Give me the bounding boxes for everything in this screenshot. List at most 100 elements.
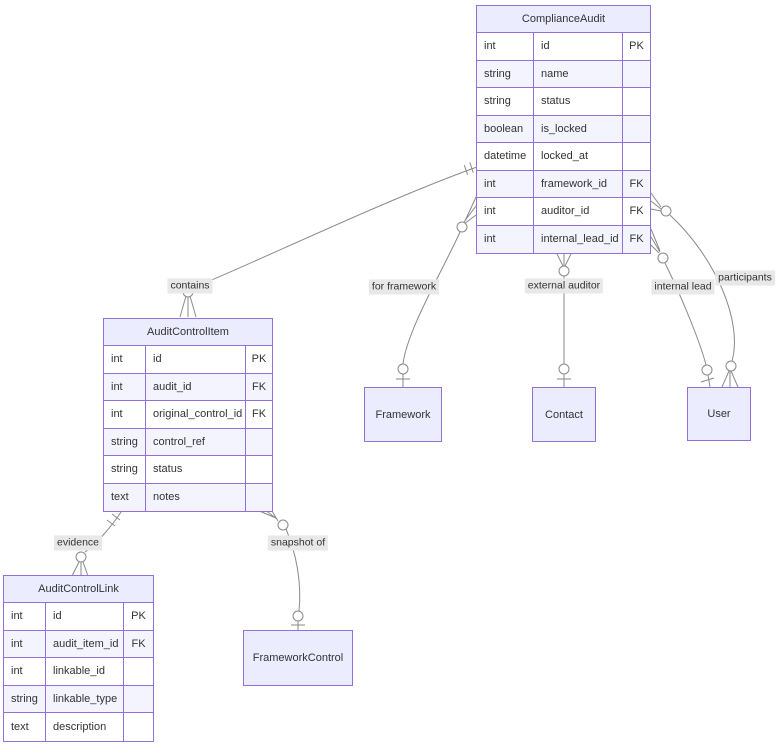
cell-type: text [4,713,46,741]
cell-type: int [477,198,534,225]
cell-key: FK [251,380,267,393]
cell-name: linkable_type [46,685,124,712]
cell-name: control_ref [146,428,246,455]
cell-name: id [534,33,623,60]
cell-type: string [104,428,146,455]
edge-for-framework [396,196,477,387]
entity-title: User [707,408,731,420]
cell-key: PK [131,610,146,623]
cell-key: FK [629,177,644,190]
edge-external-auditor [555,251,573,387]
cell-key: FK [251,408,267,421]
entity-audit-control-item: AuditControlItem int id PK int audit_id … [103,318,273,512]
cell-type: string [477,88,534,115]
attribute-rows: int id PK int audit_item_id FK int linka… [4,603,153,741]
relationship-label-participants: participants [715,270,775,286]
entity-title: Framework [375,408,431,421]
entity-title: ComplianceAudit [477,6,650,33]
cell-name: status [534,88,623,115]
entity-title: AuditControlLink [4,576,153,603]
cell-name: locked_at [534,143,623,170]
entity-title: FrameworkControl [252,652,344,664]
attribute-rows: int id PK int audit_id FK int original_c… [104,346,272,511]
cell-name: internal_lead_id [534,225,623,253]
cell-type: int [477,33,534,60]
entity-title: Contact [545,408,583,421]
cell-type: boolean [477,115,534,142]
cell-type: int [104,401,146,428]
entity-title: AuditControlItem [104,319,272,346]
cell-name: framework_id [534,170,623,197]
table-row: text description [4,713,153,741]
table-row: string control_ref [104,428,272,456]
table-row: int audit_id FK [104,373,272,401]
table-row: int id PK [477,33,650,61]
table-row: string name [477,60,650,88]
attribute-rows: int id PK string name string status bool… [477,33,650,253]
entity-framework-control: FrameworkControl [243,630,353,686]
cell-key [623,61,650,88]
table-row: string linkable_type [4,685,153,713]
cell-type: datetime [477,143,534,170]
relationship-label-internal-lead: internal lead [651,279,715,295]
cell-key [124,686,153,713]
cell-name: status [146,456,246,483]
cell-type: int [477,170,534,197]
cell-type: text [104,483,146,511]
cell-name: id [146,346,246,373]
cell-name: linkable_id [46,658,124,685]
cell-key [246,429,272,456]
edge-snapshot-of [256,509,305,630]
cell-type: int [477,225,534,253]
table-row: int id PK [4,603,153,631]
cell-type: int [104,346,146,373]
entity-user: User [687,387,751,441]
entity-framework: Framework [364,387,442,442]
cell-name: auditor_id [534,198,623,225]
cell-type: string [104,456,146,483]
table-row: int linkable_id [4,658,153,686]
cell-key: FK [629,205,644,218]
cell-name: notes [146,483,246,511]
cell-type: int [4,603,46,630]
relationship-label-for-framework: for framework [368,279,440,295]
table-row: int id PK [104,346,272,374]
edge-internal-lead [650,228,715,388]
cell-name: audit_item_id [46,630,124,657]
relationship-label-snapshot-of: snapshot of [267,535,329,551]
table-row: string status [104,456,272,484]
cell-key [246,484,272,512]
table-row: int original_control_id FK [104,401,272,429]
entity-compliance-audit: ComplianceAudit int id PK string name st… [476,5,651,254]
cell-name: description [46,713,124,741]
table-row: int audit_item_id FK [4,630,153,658]
table-row: int auditor_id FK [477,198,650,226]
table-row: int framework_id FK [477,170,650,198]
relationship-label-contains: contains [167,278,213,294]
cell-name: name [534,60,623,87]
relationship-label-evidence: evidence [53,535,103,551]
cell-key [124,713,153,741]
cell-name: original_control_id [146,401,246,428]
cell-key [623,88,650,115]
table-row: boolean is_locked [477,115,650,143]
cell-name: id [46,603,124,630]
cell-type: int [104,373,146,400]
cell-type: int [4,630,46,657]
cell-key [623,116,650,143]
cell-key: PK [251,353,267,366]
table-row: datetime locked_at [477,143,650,171]
entity-contact: Contact [532,387,596,442]
cell-name: is_locked [534,115,623,142]
entity-audit-control-link: AuditControlLink int id PK int audit_ite… [3,575,154,742]
table-row: int internal_lead_id FK [477,225,650,253]
table-row: string status [477,88,650,116]
cell-key [124,658,153,685]
relationship-label-external-auditor: external auditor [524,278,604,294]
table-row: text notes [104,483,272,512]
cell-name: audit_id [146,373,246,400]
cell-type: string [477,60,534,87]
cell-type: int [4,658,46,685]
